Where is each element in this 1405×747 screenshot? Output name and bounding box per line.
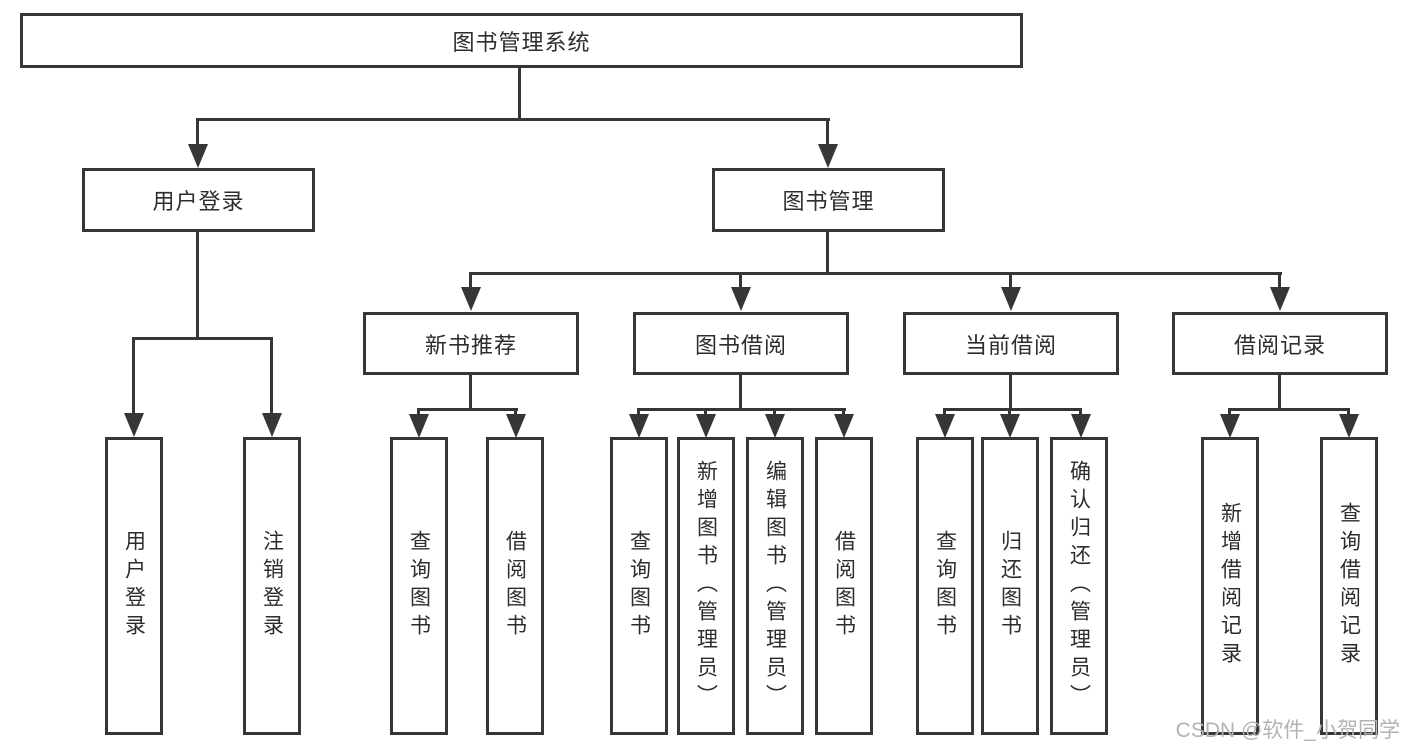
connector-stem <box>739 375 742 408</box>
arrow-down-icon <box>629 414 649 438</box>
leaf-label: 用户登录 <box>122 530 146 642</box>
connector-user-login-drop <box>196 118 199 146</box>
arrow-down-icon <box>834 414 854 438</box>
arrow-down-icon <box>731 287 751 311</box>
leaf-logout: 注销登录 <box>243 437 301 735</box>
leaf-query-books-current: 查询图书 <box>916 437 974 735</box>
connector-branch <box>637 408 846 411</box>
connector-leaf-drop <box>1008 408 1011 416</box>
arrow-down-icon <box>935 414 955 438</box>
connector-leaf-drop <box>704 408 707 416</box>
node-book-borrowing: 图书借阅 <box>633 312 849 375</box>
connector-root-stem <box>518 68 521 118</box>
leaf-return-books: 归还图书 <box>981 437 1039 735</box>
leaf-label: 查询图书 <box>627 530 651 642</box>
connector-leaf-drop <box>1079 408 1082 416</box>
node-book-management: 图书管理 <box>712 168 945 232</box>
arrow-down-icon <box>188 144 208 168</box>
leaf-query-books-borrowing: 查询图书 <box>610 437 668 735</box>
leaf-label: 编辑图书（管理员） <box>763 460 787 712</box>
connector-stem <box>1009 375 1012 408</box>
connector-branch <box>943 408 1082 411</box>
leaf-label: 确认归还（管理员） <box>1067 460 1091 712</box>
leaf-label: 借阅图书 <box>503 530 527 642</box>
connector-root-branch <box>196 118 830 121</box>
leaf-label: 新增借阅记录 <box>1218 502 1242 670</box>
arrow-down-icon <box>1071 414 1091 438</box>
connector-branch <box>1228 408 1350 411</box>
connector-stem <box>1278 375 1281 408</box>
leaf-borrow-books-recommend: 借阅图书 <box>486 437 544 735</box>
connector-leaf-drop <box>270 337 273 414</box>
connector-user-login-stem <box>196 232 199 337</box>
connector-level3-drop <box>469 272 472 288</box>
leaf-user-login: 用户登录 <box>105 437 163 735</box>
node-borrowing-records: 借阅记录 <box>1172 312 1388 375</box>
arrow-down-icon <box>506 414 526 438</box>
leaf-label: 查询借阅记录 <box>1337 502 1361 670</box>
node-current-borrowing: 当前借阅 <box>903 312 1119 375</box>
arrow-down-icon <box>461 287 481 311</box>
connector-book-mgmt-stem <box>826 232 829 272</box>
arrow-down-icon <box>409 414 429 438</box>
arrow-down-icon <box>696 414 716 438</box>
connector-leaf-drop <box>514 408 517 416</box>
connector-leaf-drop <box>1228 408 1231 416</box>
arrow-down-icon <box>1000 414 1020 438</box>
watermark: CSDN @软件_小贺同学 <box>1175 719 1400 742</box>
connector-leaf-drop <box>943 408 946 416</box>
node-new-book-recommendation: 新书推荐 <box>363 312 579 375</box>
connector-level3-drop <box>739 272 742 288</box>
leaf-query-books-recommend: 查询图书 <box>390 437 448 735</box>
connector-leaf-drop <box>132 337 135 414</box>
connector-leaf-drop <box>417 408 420 416</box>
connector-book-mgmt-branch <box>469 272 1282 275</box>
leaf-add-borrow-record: 新增借阅记录 <box>1201 437 1259 735</box>
node-user-login-group: 用户登录 <box>82 168 315 232</box>
connector-stem <box>469 375 472 408</box>
arrow-down-icon <box>262 413 282 437</box>
arrow-down-icon <box>1339 414 1359 438</box>
leaf-edit-books-admin: 编辑图书（管理员） <box>746 437 804 735</box>
arrow-down-icon <box>818 144 838 168</box>
arrow-down-icon <box>124 413 144 437</box>
leaf-label: 借阅图书 <box>832 530 856 642</box>
connector-level3-drop <box>1009 272 1012 288</box>
leaf-label: 查询图书 <box>407 530 431 642</box>
connector-leaf-drop <box>842 408 845 416</box>
leaf-query-borrow-record: 查询借阅记录 <box>1320 437 1378 735</box>
connector-book-mgmt-drop <box>826 118 829 146</box>
arrow-down-icon <box>765 414 785 438</box>
connector-leaf-drop <box>773 408 776 416</box>
leaf-label: 注销登录 <box>260 530 284 642</box>
leaf-label: 查询图书 <box>933 530 957 642</box>
connector-leaf-drop <box>637 408 640 416</box>
connector-level3-drop <box>1278 272 1281 288</box>
leaf-label: 新增图书（管理员） <box>694 460 718 712</box>
leaf-confirm-return-admin: 确认归还（管理员） <box>1050 437 1108 735</box>
connector-leaf-drop <box>1347 408 1350 416</box>
arrow-down-icon <box>1270 287 1290 311</box>
node-library-management-system: 图书管理系统 <box>20 13 1023 68</box>
leaf-borrow-books-borrowing: 借阅图书 <box>815 437 873 735</box>
leaf-label: 归还图书 <box>998 530 1022 642</box>
arrow-down-icon <box>1220 414 1240 438</box>
arrow-down-icon <box>1001 287 1021 311</box>
leaf-add-books-admin: 新增图书（管理员） <box>677 437 735 735</box>
connector-user-login-branch <box>132 337 273 340</box>
connector-branch <box>417 408 518 411</box>
